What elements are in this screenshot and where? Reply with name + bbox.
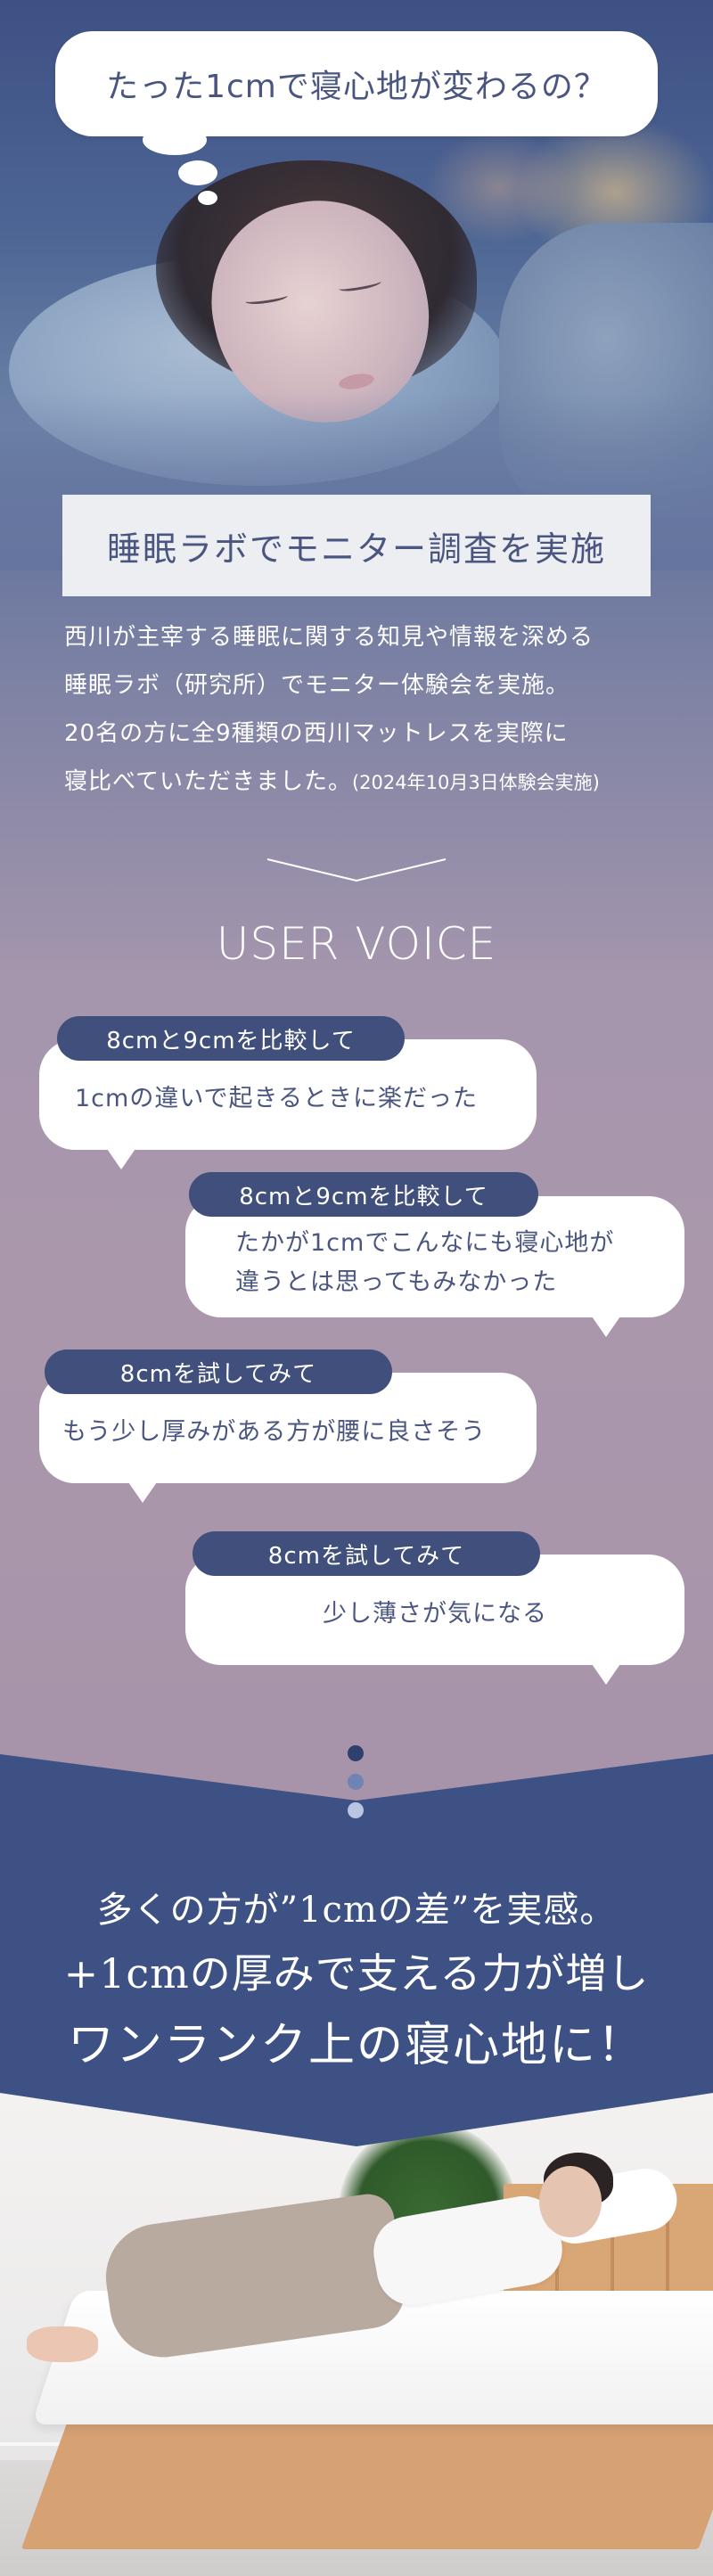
voice-tag-4: 8cmを試してみて — [193, 1531, 540, 1576]
voice-text-4: 少し薄さが気になる — [323, 1600, 547, 1628]
lab-line-4-wrap: 寝比べていただきました。(2024年10月3日体験会実施) — [64, 758, 670, 807]
voice-text-2b: 違うとは思ってもみなかった — [235, 1268, 558, 1296]
person-head — [539, 2166, 602, 2237]
lab-line-4: 寝比べていただきました。 — [64, 768, 352, 795]
voice-tail-1 — [105, 1146, 137, 1169]
lab-title-box: 睡眠ラボでモニター調査を実施 — [62, 495, 651, 596]
band-point-overlay — [0, 2086, 713, 2146]
voice-text-3: もう少し厚みがある方が腰に良さそう — [62, 1418, 487, 1446]
voice-text-2a: たかが1cmでこんなにも寝心地が — [235, 1229, 615, 1257]
dots-indicator — [348, 1745, 364, 1831]
bed-photo — [0, 2086, 713, 2576]
voice-tail-3 — [127, 1480, 159, 1503]
thought-dot-large — [143, 125, 207, 155]
voice-tag-3: 8cmを試してみて — [45, 1350, 392, 1394]
person-feet — [27, 2326, 98, 2362]
dot-2 — [348, 1774, 364, 1790]
lab-line-1: 西川が主宰する睡眠に関する知見や情報を深める — [64, 624, 594, 651]
voice-tag-1: 8cmと9cmを比較して — [57, 1016, 405, 1061]
user-voice-title: USER VOICE — [216, 918, 497, 970]
thought-dot-medium — [178, 160, 217, 185]
lab-title: 睡眠ラボでモニター調査を実施 — [106, 529, 606, 569]
chevron-down-icon — [266, 858, 447, 882]
voice-tail-2 — [590, 1314, 622, 1337]
lab-line-2: 睡眠ラボ（研究所）でモニター体験会を実施。 — [64, 672, 570, 699]
conclusion-line-2: +1cmの厚みで支える力が増し — [63, 1949, 650, 1998]
lab-line-3: 20名の方に全9種類の西川マットレスを実際に — [64, 720, 569, 747]
thought-dot-small — [198, 191, 217, 205]
conclusion-band — [0, 1754, 713, 2146]
lab-description: 西川が主宰する睡眠に関する知見や情報を深める 睡眠ラボ（研究所）でモニター体験会… — [64, 613, 670, 807]
voice-tail-4 — [590, 1661, 622, 1685]
conclusion-line-1: 多くの方が”1cmの差”を実感。 — [96, 1890, 617, 1931]
question-text: たった1cmで寝心地が変わるの？ — [106, 69, 607, 105]
dot-1 — [348, 1745, 364, 1761]
question-bubble: たった1cmで寝心地が変わるの？ — [55, 31, 658, 136]
voice-text-1: 1cmの違いで起きるときに楽だった — [75, 1085, 478, 1112]
conclusion-line-3: ワンランク上の寝心地に！ — [67, 2019, 645, 2072]
voice-tag-2: 8cmと9cmを比較して — [189, 1172, 538, 1217]
lab-date-note: (2024年10月3日体験会実施) — [351, 772, 600, 793]
dot-3 — [348, 1802, 364, 1818]
